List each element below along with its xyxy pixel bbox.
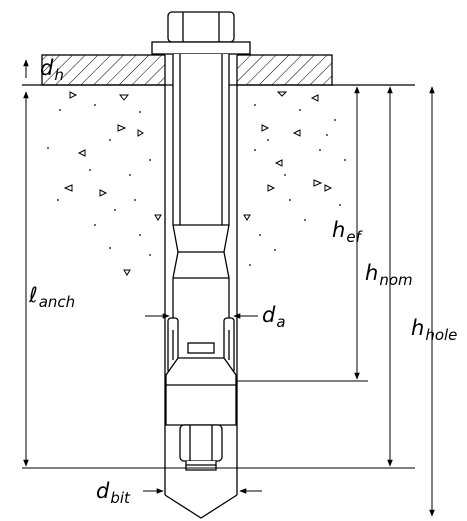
label-da: da — [262, 303, 286, 331]
concrete-aggregate — [63, 91, 333, 276]
washer — [151, 41, 251, 55]
label-hhole: hhole — [411, 316, 458, 344]
bolt-head — [167, 11, 235, 43]
concrete-dots — [47, 104, 346, 266]
dimension-lines — [23, 59, 435, 517]
bolt-nut — [179, 424, 223, 462]
label-hef: hef — [332, 218, 361, 246]
label-dbit: dbit — [96, 479, 130, 507]
label-dh: dh — [40, 56, 64, 84]
label-anch: ℓanch — [29, 283, 76, 311]
expansion-cone — [165, 357, 237, 426]
drill-hole — [164, 85, 238, 519]
anchor-bolt — [151, 11, 251, 471]
label-hnom: hnom — [365, 261, 413, 289]
anchor-shank — [172, 54, 230, 371]
sleeve-clip — [187, 342, 215, 354]
